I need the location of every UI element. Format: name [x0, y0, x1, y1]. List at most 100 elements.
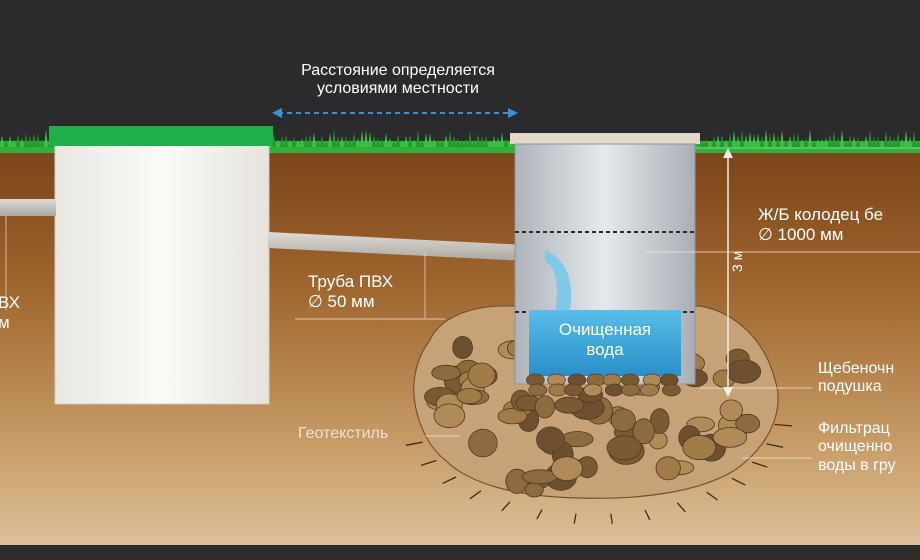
- grass-blade: [308, 133, 312, 147]
- gravel-stone: [662, 383, 681, 397]
- grass-blade: [756, 133, 760, 147]
- grass-blade: [440, 140, 444, 147]
- well-top-slab: [510, 133, 700, 144]
- clean-water: [529, 310, 681, 376]
- grass-blade: [28, 135, 32, 147]
- sky: [0, 0, 920, 150]
- grass-blade: [336, 135, 340, 147]
- grass-blade: [428, 133, 432, 147]
- grass-blade: [888, 134, 892, 147]
- grass-blade: [456, 137, 460, 147]
- grass-blade: [32, 132, 36, 147]
- grass-blade: [728, 133, 732, 147]
- grass-blade: [720, 134, 724, 147]
- left-pipe-label-line2: м: [0, 312, 10, 332]
- grass-blade: [8, 135, 12, 147]
- depth-label-text: 3 м: [729, 250, 745, 272]
- well-label: Ж/Б колодец бе ∅ 1000 мм: [758, 205, 883, 244]
- gravel-stone: [456, 388, 483, 405]
- grass-blade: [284, 134, 288, 147]
- grass-blade: [332, 129, 336, 147]
- septic-tank: [49, 126, 273, 405]
- grass-blade: [708, 140, 712, 147]
- distance-label-line1: Расстояние определяется: [301, 62, 495, 79]
- grass-blade: [904, 130, 908, 147]
- grass-blade: [436, 138, 440, 147]
- gravel-stone: [468, 428, 498, 458]
- grass-blade: [412, 139, 416, 147]
- grass-blade: [452, 135, 456, 147]
- grass-blade: [828, 133, 832, 147]
- grass-blade: [328, 132, 332, 147]
- concrete-well: [510, 133, 700, 385]
- grass-blade: [372, 134, 376, 147]
- grass-blade: [420, 140, 424, 147]
- grass-blade: [804, 137, 808, 147]
- gravel-stone: [528, 383, 548, 397]
- grass-blade: [736, 135, 740, 147]
- seepage-mark: [610, 513, 613, 524]
- grass-blade: [352, 132, 356, 147]
- gravel-stone: [632, 418, 655, 445]
- grass-blade: [4, 139, 8, 147]
- grass-blade: [432, 138, 436, 147]
- seepage-mark: [420, 459, 437, 467]
- grass-blade: [464, 138, 468, 147]
- water-stream: [545, 250, 572, 310]
- grass-blade: [780, 130, 784, 147]
- grass-blade: [832, 131, 836, 147]
- grass-blade: [760, 135, 764, 147]
- bottom-band: [0, 545, 920, 560]
- grass-blade: [884, 130, 888, 147]
- grass-blade: [380, 138, 384, 147]
- grass-blade: [348, 137, 352, 147]
- grass-blade: [892, 136, 896, 147]
- gravel-stone: [551, 456, 583, 481]
- grass-blade: [0, 135, 4, 147]
- left-pipe-label-line1: ВХ: [0, 293, 20, 312]
- seepage-mark: [469, 490, 482, 500]
- depth-dimension: [695, 147, 920, 397]
- grass-blade: [908, 136, 912, 147]
- grass-blade: [484, 135, 488, 147]
- gravel-stone: [554, 396, 585, 414]
- seepage-mark: [442, 476, 457, 484]
- grass-blade: [732, 130, 736, 147]
- grass-blade: [288, 139, 292, 147]
- gravel-stone: [606, 435, 642, 461]
- tank-lid: [49, 126, 273, 146]
- grass-blade: [704, 138, 708, 147]
- grass-blade: [912, 131, 916, 147]
- gravel-stone: [621, 383, 640, 397]
- seepage-mark: [766, 443, 784, 448]
- grass-blade: [752, 134, 756, 147]
- grass-blade: [844, 139, 848, 147]
- gravel-stone: [452, 335, 473, 359]
- grass-blade: [492, 135, 496, 147]
- seepage-mark: [573, 513, 577, 524]
- grass-blade: [700, 140, 704, 147]
- grass-blade: [404, 135, 408, 147]
- grass-blade: [468, 131, 472, 147]
- grass-blade: [816, 138, 820, 147]
- grass-blade: [852, 136, 856, 147]
- grass-blade: [868, 130, 872, 147]
- grass-blade: [776, 134, 780, 147]
- grass-blade: [488, 140, 492, 147]
- gravel-stone: [536, 426, 565, 453]
- distance-arrow: [272, 108, 518, 118]
- grass-blade: [460, 140, 464, 147]
- grass-blade: [880, 139, 884, 147]
- grass-blade: [340, 135, 344, 147]
- grass-blade: [36, 134, 40, 147]
- water-label-line1: Очищенная: [558, 320, 652, 339]
- grass-blade: [24, 133, 28, 147]
- grass-blade: [444, 134, 448, 147]
- grass-blade: [276, 138, 280, 147]
- well-bottom-gravel: [526, 373, 681, 397]
- depth-label: 3 м: [729, 251, 745, 272]
- gravel-stone: [719, 399, 743, 422]
- gravel-stone: [655, 456, 681, 481]
